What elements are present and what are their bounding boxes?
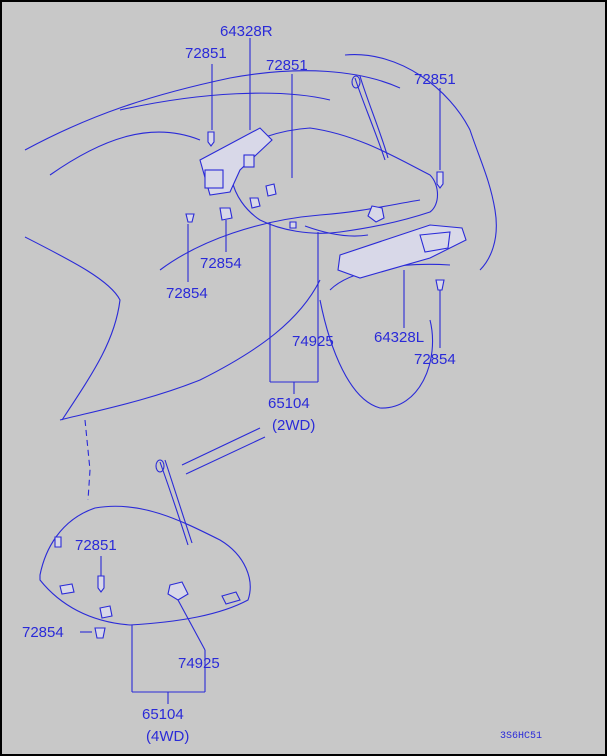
label-64328r: 64328R <box>220 23 273 40</box>
label-2wd: (2WD) <box>272 417 315 434</box>
label-4wd: (4WD) <box>146 728 189 745</box>
splash-shield-2wd <box>229 75 439 237</box>
label-72851-b: 72851 <box>266 57 308 74</box>
label-74925-a: 74925 <box>292 333 334 350</box>
label-72854-d: 72854 <box>22 624 64 641</box>
label-72854-b: 72854 <box>166 285 208 302</box>
bracket-64328l <box>337 224 467 279</box>
label-72851-c: 72851 <box>414 71 456 88</box>
label-74925-b: 74925 <box>178 655 220 672</box>
label-64328l: 64328L <box>374 329 424 346</box>
car-body-outline <box>24 54 497 501</box>
label-72851-d: 72851 <box>75 537 117 554</box>
label-72854-a: 72854 <box>200 255 242 272</box>
leader-lines <box>80 38 441 704</box>
label-65104-b: 65104 <box>142 706 184 723</box>
drawing-code: 3S6HC51 <box>500 731 542 742</box>
fasteners-2wd <box>185 131 445 291</box>
label-72851-a: 72851 <box>185 45 227 62</box>
splash-shield-4wd <box>39 459 251 639</box>
bracket-64328r <box>199 127 273 196</box>
label-65104-a: 65104 <box>268 395 310 412</box>
label-72854-c: 72854 <box>414 351 456 368</box>
